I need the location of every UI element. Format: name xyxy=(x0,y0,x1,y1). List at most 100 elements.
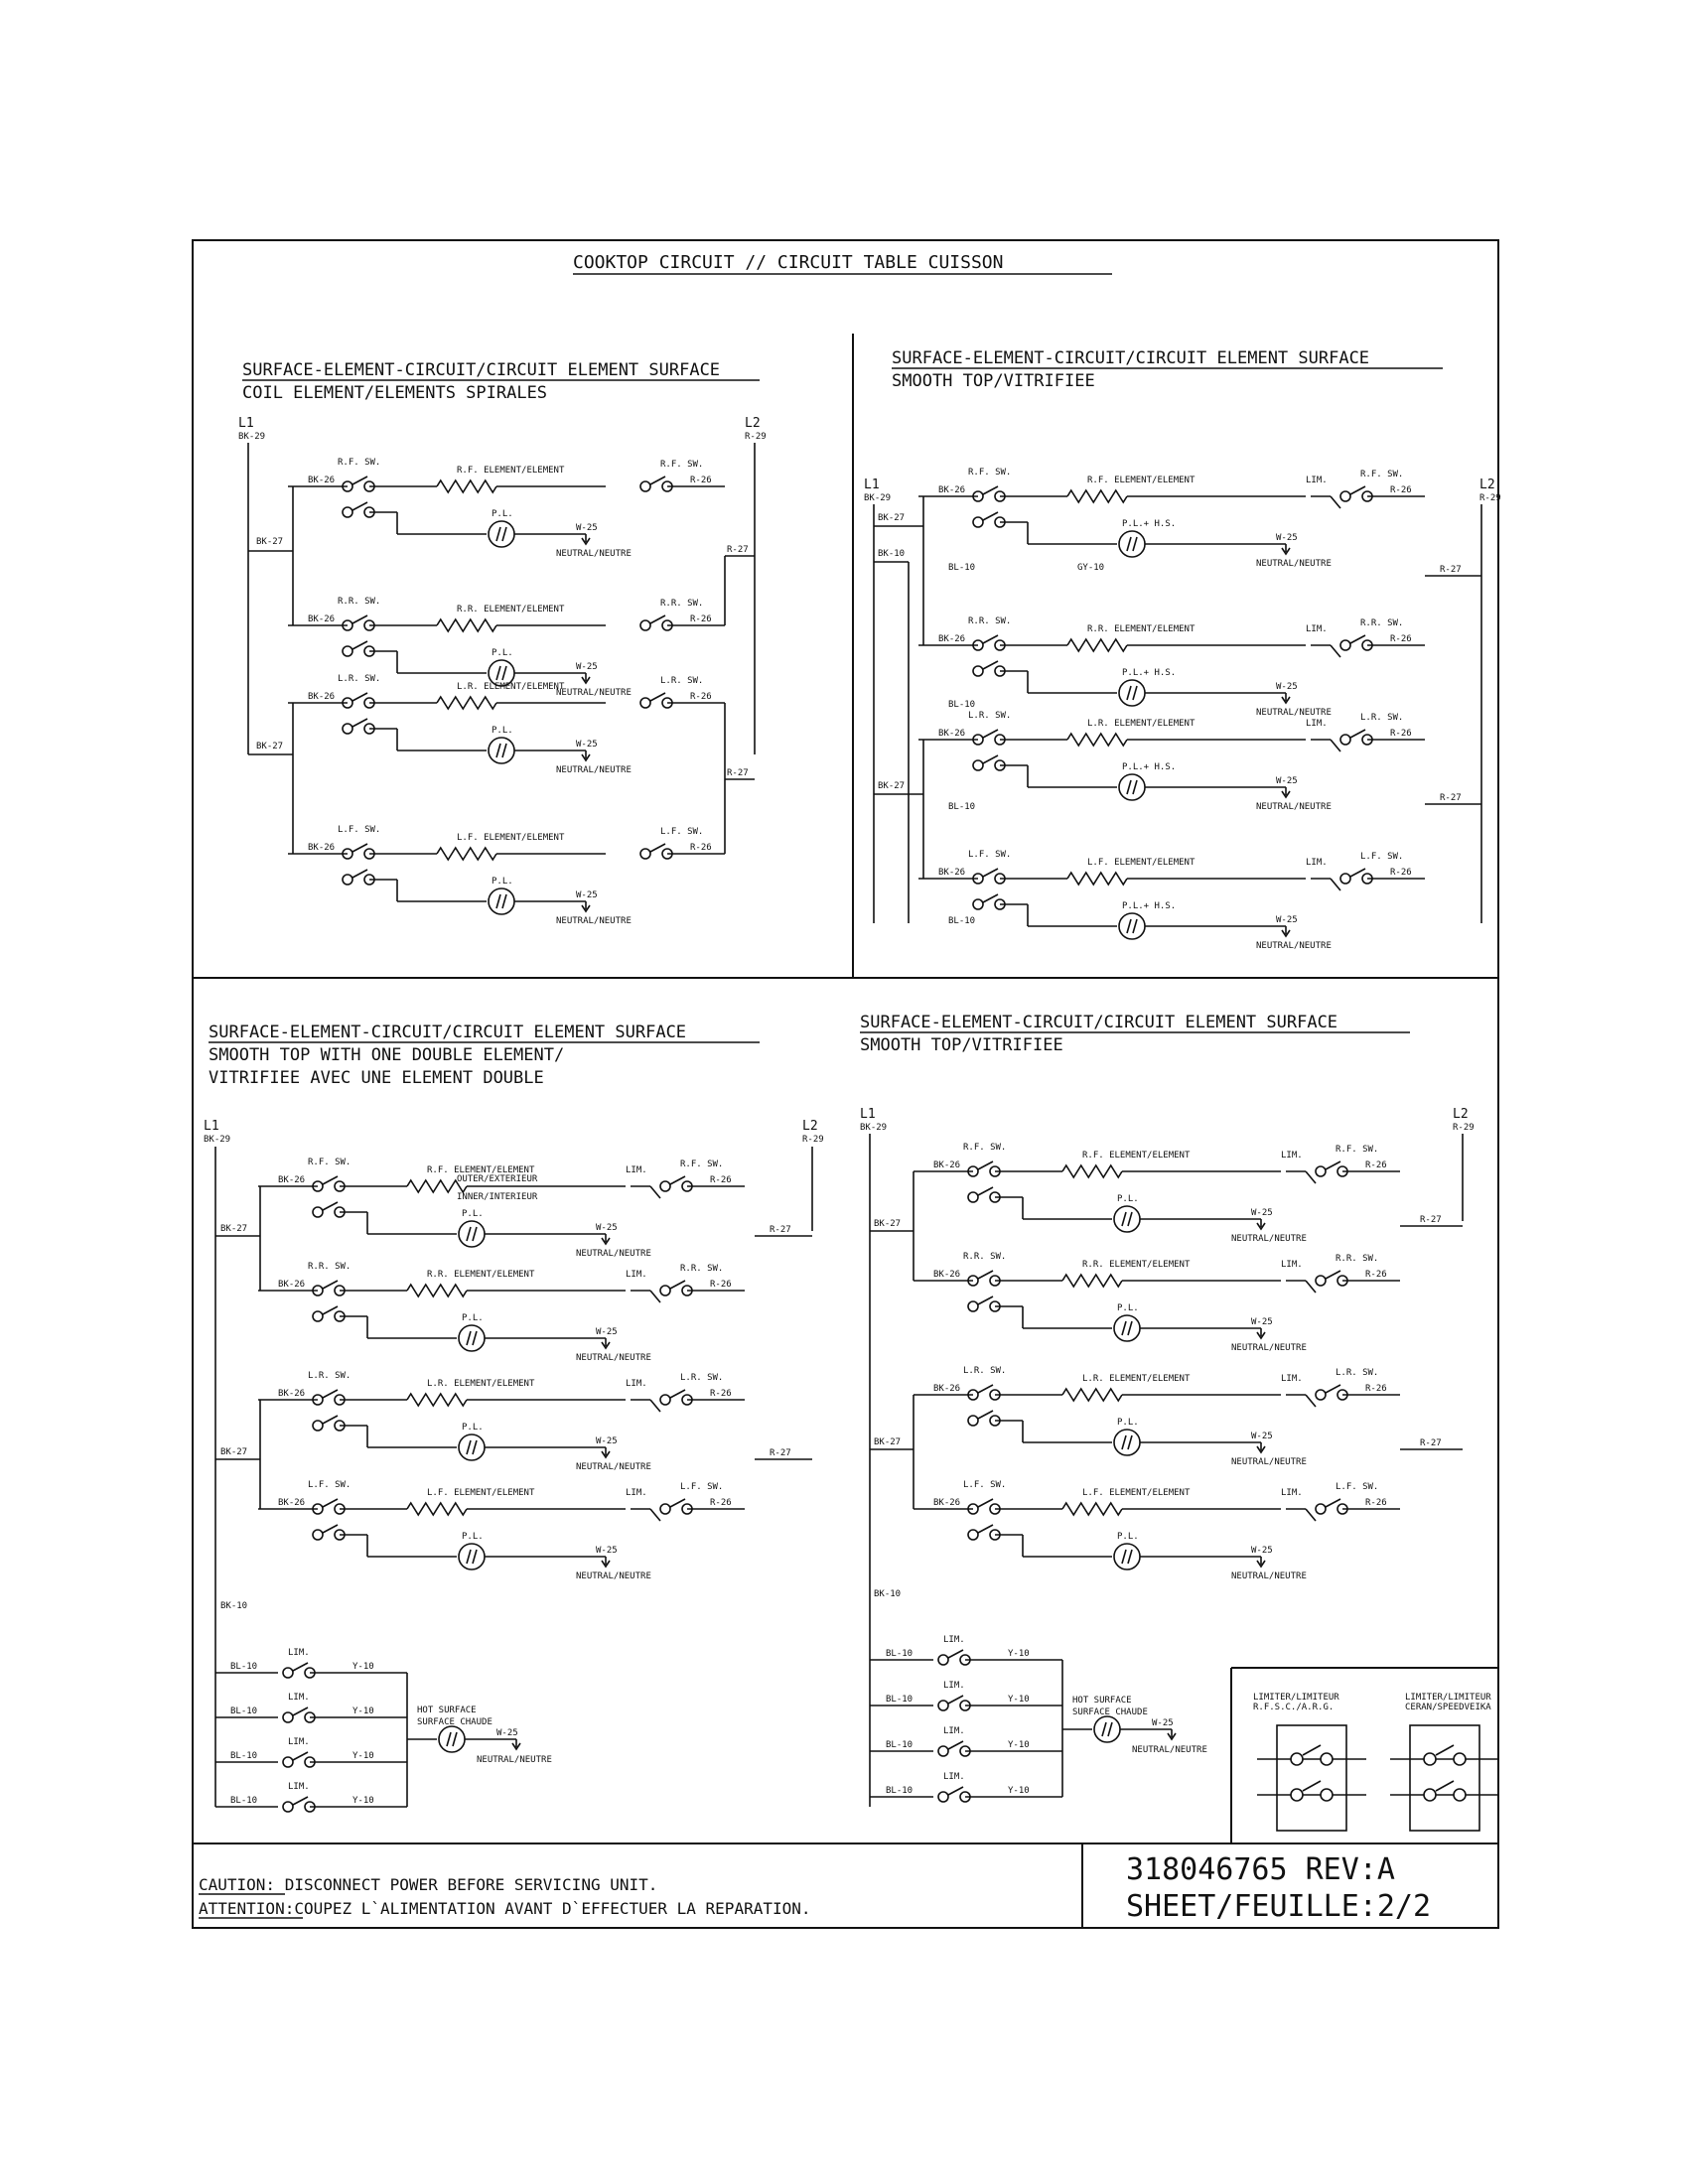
wire-label: LIM. xyxy=(288,1782,310,1792)
terminal xyxy=(659,1180,671,1192)
wire-label: L.F. ELEMENT/ELEMENT xyxy=(1082,1488,1191,1498)
limiter-note-1b: R.F.S.C./A.R.G. xyxy=(1253,1703,1334,1712)
wire xyxy=(1330,644,1341,658)
wire-label: P.L. xyxy=(1117,1418,1139,1428)
wire-label: L.R. SW. xyxy=(1336,1368,1378,1378)
arrow xyxy=(1256,1331,1266,1340)
wire xyxy=(495,743,501,758)
wire-label: R-29 xyxy=(1479,493,1501,503)
wire-label: LIM. xyxy=(626,1165,647,1175)
wire xyxy=(322,1175,339,1185)
wire xyxy=(466,1226,472,1242)
pilot-light-lamp xyxy=(438,1725,466,1753)
wire-label: LIM. xyxy=(943,1635,965,1645)
terminal xyxy=(1339,734,1351,746)
wire xyxy=(1349,868,1366,878)
wire-label: NEUTRAL/NEUTRE xyxy=(1132,1745,1207,1755)
terminal xyxy=(342,645,353,657)
arrow xyxy=(511,1742,521,1751)
wire-label: P.L. xyxy=(492,509,513,519)
wire-label: LIM. xyxy=(626,1488,647,1498)
terminal xyxy=(282,1711,294,1723)
footer: CAUTION: DISCONNECT POWER BEFORE SERVICI… xyxy=(199,1852,1431,1924)
terminal xyxy=(937,1745,949,1757)
panel-tl-heading-1: SURFACE-ELEMENT-CIRCUIT/CIRCUIT ELEMENT … xyxy=(242,360,720,380)
wire-label: P.L.+ H.S. xyxy=(1122,901,1176,911)
wire-label: W-25 xyxy=(596,1546,618,1556)
terminal xyxy=(312,1310,324,1322)
wire xyxy=(977,1296,994,1305)
wire xyxy=(466,1439,472,1455)
wire xyxy=(352,476,368,485)
wire-label: NEUTRAL/NEUTRE xyxy=(1231,1234,1307,1244)
wire xyxy=(1132,536,1138,552)
terminal xyxy=(342,506,353,518)
arrow xyxy=(1281,547,1291,556)
arrow xyxy=(1281,929,1291,938)
terminal xyxy=(972,516,984,528)
wire-label: HOT SURFACE xyxy=(1072,1696,1132,1706)
wire xyxy=(982,754,999,764)
terminal xyxy=(1315,1275,1327,1287)
wire-label: W-25 xyxy=(576,662,598,672)
wire-label: BL-10 xyxy=(886,1695,913,1705)
wire xyxy=(977,1160,994,1170)
wire-label: R-27 xyxy=(727,768,749,778)
wire xyxy=(292,1706,309,1716)
arrow xyxy=(581,676,591,685)
wire-label: BL-10 xyxy=(948,916,975,926)
pilot-light-lamp xyxy=(1113,1205,1141,1233)
wire xyxy=(669,1389,686,1399)
wire-label: Y-10 xyxy=(352,1706,374,1716)
wire-label: L.R. SW. xyxy=(338,674,380,684)
wire-label: L.R. ELEMENT/ELEMENT xyxy=(427,1379,535,1389)
wire xyxy=(1325,1160,1341,1170)
wire xyxy=(322,1524,339,1534)
terminal xyxy=(282,1667,294,1679)
wire-label: NEUTRAL/NEUTRE xyxy=(556,765,632,775)
wire-label: NEUTRAL/NEUTRE xyxy=(1256,708,1332,718)
wire-label: L.F. SW. xyxy=(680,1482,723,1492)
attention-label: ATTENTION: xyxy=(199,1899,294,1918)
wire-label: BK-26 xyxy=(308,692,335,702)
wire-label: LIM. xyxy=(288,1648,310,1658)
caution-line: CAUTION: DISCONNECT POWER BEFORE SERVICI… xyxy=(199,1875,657,1894)
wire-label: BK-26 xyxy=(278,1389,305,1399)
element-coil xyxy=(1066,488,1128,504)
wire xyxy=(982,634,999,644)
wire-label: L1 xyxy=(238,416,254,431)
element-coil xyxy=(406,1501,468,1517)
terminal xyxy=(312,1420,324,1432)
wire xyxy=(1325,1498,1341,1508)
wire-label: Y-10 xyxy=(1008,1695,1030,1705)
wire-label: L1 xyxy=(860,1107,876,1122)
terminal xyxy=(972,898,984,910)
pilot-light-lamp xyxy=(458,1433,486,1461)
wire xyxy=(649,1399,661,1413)
wire-label: R.F. SW. xyxy=(1360,470,1403,479)
wire-label: R.R. SW. xyxy=(1336,1254,1378,1264)
wire-label: BK-26 xyxy=(933,1270,960,1280)
limiter-box-2-terminal xyxy=(1423,1752,1437,1766)
pilot-light-lamp xyxy=(1118,773,1146,801)
terminal xyxy=(639,848,651,860)
wire-label: W-25 xyxy=(1251,1546,1273,1556)
terminal xyxy=(1339,873,1351,885)
wire-label: L.F. ELEMENT/ELEMENT xyxy=(427,1488,535,1498)
wire xyxy=(352,718,368,728)
wire xyxy=(1305,1508,1317,1522)
element-coil xyxy=(1061,1163,1123,1179)
wire xyxy=(1305,1170,1317,1184)
wire-label: L.F. SW. xyxy=(963,1480,1006,1490)
wire-label: Y-10 xyxy=(1008,1649,1030,1659)
wire-label: BL-10 xyxy=(886,1786,913,1796)
limiter-note-2b: CERAN/SPEEDVEIKA xyxy=(1405,1703,1491,1712)
wire xyxy=(1101,1721,1107,1737)
wire-label: BK-27 xyxy=(878,781,905,791)
wire xyxy=(1305,1394,1317,1408)
terminal xyxy=(312,1529,324,1541)
arrow xyxy=(601,1450,611,1459)
wire-label: R.R. SW. xyxy=(338,597,380,607)
wire xyxy=(292,1662,309,1672)
wire-label: BK-26 xyxy=(278,1498,305,1508)
